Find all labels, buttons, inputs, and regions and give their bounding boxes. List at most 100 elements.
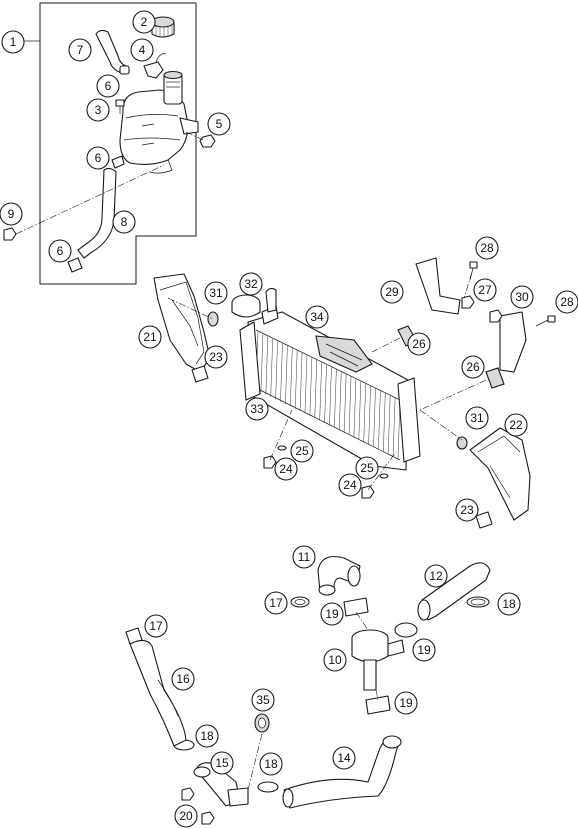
coolant-hose-lower	[282, 735, 402, 809]
callout-number: 9	[8, 207, 15, 221]
leader-thermostat-a	[355, 611, 369, 631]
callout-18: 18	[259, 752, 283, 776]
callout-25: 25	[290, 439, 314, 463]
callout-29: 29	[380, 280, 404, 304]
hose-clamp-19b	[394, 622, 418, 638]
radiator-fin	[348, 376, 352, 435]
rubber-mount-lower	[485, 367, 505, 389]
callout-circle	[245, 397, 269, 421]
callout-33: 33	[245, 397, 269, 421]
radiator-fin	[373, 388, 376, 447]
callout-circle	[174, 804, 198, 828]
callout-number: 22	[509, 418, 523, 432]
radiator-tank-left	[239, 321, 261, 401]
radiator-fin	[324, 364, 327, 423]
callout-circle	[473, 278, 497, 302]
callout-number: 24	[279, 462, 293, 476]
radiator-screw-lower-left	[263, 455, 277, 469]
callout-circle	[475, 236, 499, 260]
leader-tank-nut	[185, 131, 204, 141]
callout-circle	[323, 648, 347, 672]
callout-circle	[144, 614, 168, 638]
callout-23: 23	[204, 345, 228, 369]
callout-number: 26	[412, 337, 426, 351]
callout-number: 3	[95, 103, 102, 117]
callout-number: 11	[298, 550, 311, 564]
radiator-fin	[338, 371, 342, 430]
o-ring-inner	[258, 717, 266, 729]
callout-number: 6	[57, 244, 64, 258]
radiator-inlet-pipe	[265, 287, 277, 313]
callout-circle	[355, 456, 379, 480]
bracket-nut-b	[489, 309, 503, 323]
radiator-fin	[275, 341, 278, 400]
leader-o-ring	[247, 733, 263, 791]
callout-4: 4	[130, 38, 154, 62]
coolant-hose-left	[129, 639, 187, 747]
leader-shroud-right	[419, 409, 463, 441]
leader-tank-bolt	[15, 164, 165, 235]
callout-circle	[86, 146, 110, 170]
callout-1: 1	[1, 30, 25, 54]
tank-nut	[199, 134, 216, 148]
callout-number: 18	[502, 597, 516, 611]
shroud-rubber-right	[456, 436, 468, 450]
shroud-rubber-left	[207, 311, 219, 327]
hose-clamp-18a	[466, 596, 490, 608]
hose-clamp-6a	[119, 65, 130, 75]
callout-circle	[130, 38, 154, 62]
callout-number: 19	[325, 607, 339, 621]
callout-number: 6	[105, 79, 112, 93]
callout-circle	[1, 30, 25, 54]
leader-thermostat-b	[375, 689, 379, 701]
callout-number: 10	[328, 653, 342, 667]
washer-right	[379, 473, 389, 479]
radiator-shroud-right	[469, 427, 531, 521]
leader-bracket-lower	[419, 379, 487, 411]
bracket-screw-upper	[469, 261, 478, 281]
shroud-clip-left	[191, 365, 209, 383]
callout-number: 25	[360, 461, 374, 475]
radiator-screw-lower-right	[361, 485, 375, 499]
callout-circle	[68, 38, 92, 62]
callout-circle	[461, 355, 485, 379]
callout-6: 6	[96, 74, 120, 98]
callout-11: 11	[292, 545, 316, 569]
callout-circle	[48, 239, 72, 263]
callout-number: 26	[466, 360, 480, 374]
callout-circle	[305, 305, 329, 329]
callout-circle	[555, 290, 578, 314]
radiator-fins	[255, 331, 401, 459]
callout-3: 3	[86, 98, 110, 122]
radiator-fin	[285, 346, 288, 405]
callout-23: 23	[455, 498, 479, 522]
callout-16: 16	[171, 667, 195, 691]
callout-number: 18	[200, 729, 214, 743]
callout-number: 8	[121, 215, 128, 229]
callout-circle	[195, 724, 219, 748]
callout-number: 1	[10, 35, 17, 49]
callout-19: 19	[394, 691, 418, 715]
callout-number: 35	[256, 693, 270, 707]
callout-6: 6	[86, 146, 110, 170]
radiator-fin	[314, 360, 318, 419]
radiator-fin	[299, 353, 303, 412]
callout-number: 28	[560, 295, 574, 309]
callout-6: 6	[48, 239, 72, 263]
radiator-shroud-left	[153, 273, 211, 373]
fitting-screw-a	[181, 787, 195, 801]
leader-bracket-screw	[463, 271, 473, 299]
radiator-fin	[270, 339, 273, 398]
callout-32: 32	[239, 272, 263, 296]
callout-number: 23	[209, 350, 223, 364]
radiator-fan	[315, 335, 373, 373]
radiator-fin	[309, 357, 313, 416]
radiator-fin	[353, 378, 357, 437]
callout-26: 26	[407, 332, 431, 356]
callout-number: 17	[149, 619, 163, 633]
callout-number: 24	[343, 478, 357, 492]
callout-circle	[290, 439, 314, 463]
callout-circle	[274, 457, 298, 481]
bracket-nut-a	[461, 295, 475, 309]
